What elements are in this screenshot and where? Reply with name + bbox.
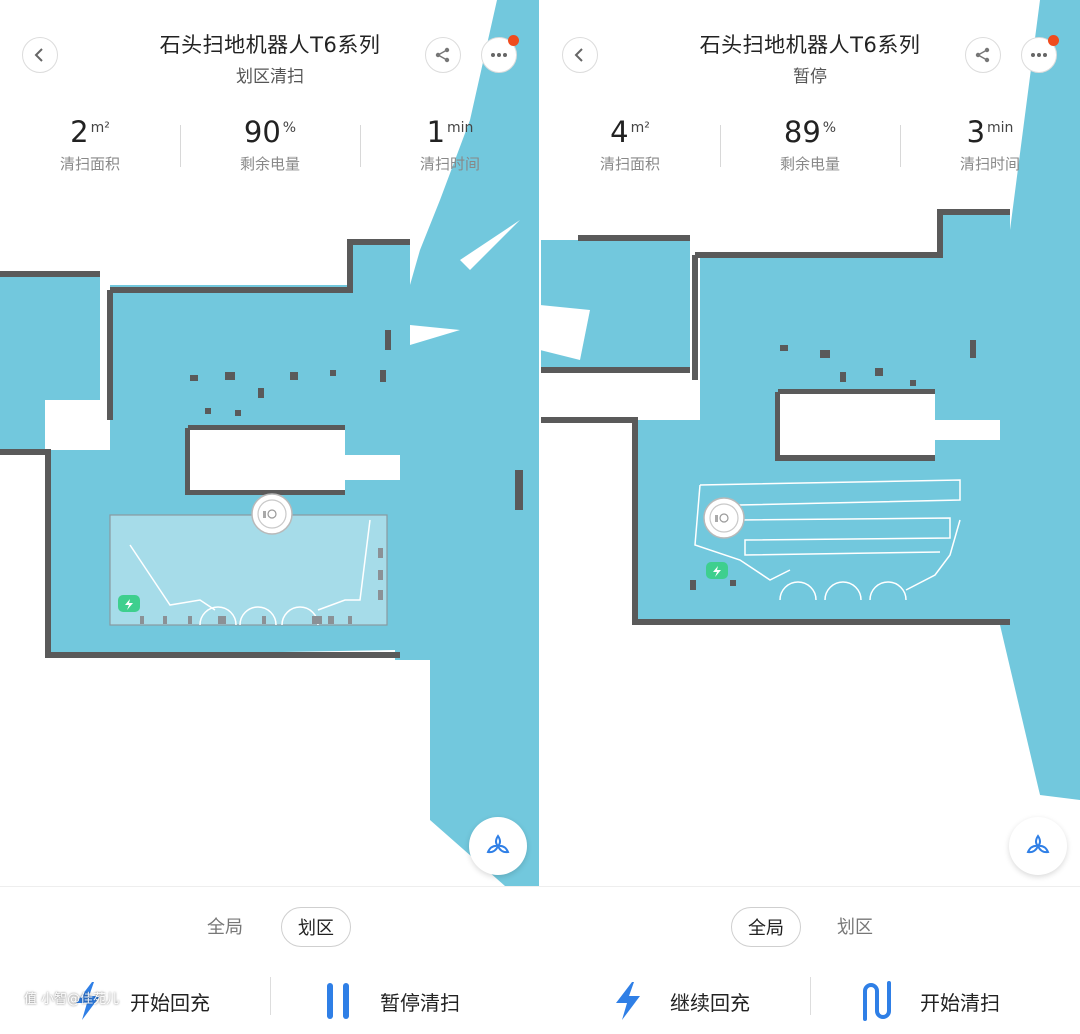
resume-recharge-button[interactable]: 继续回充 — [608, 971, 750, 1031]
resume-recharge-label: 继续回充 — [670, 990, 750, 1015]
stat-area-label: 清扫面积 — [599, 155, 660, 173]
robot-position-icon — [703, 497, 745, 539]
stat-battery-label: 剩余电量 — [779, 155, 840, 173]
stat-battery-label: 剩余电量 — [239, 155, 300, 173]
more-dots-icon — [1031, 53, 1047, 57]
stat-area-unit: m² — [90, 120, 110, 136]
header: 石头扫地机器人T6系列 划区清扫 — [0, 0, 540, 110]
start-cleaning-button[interactable]: 开始清扫 — [858, 971, 1000, 1031]
stat-battery: 90% 剩余电量 — [195, 112, 345, 174]
mode-tab-full[interactable]: 全局 — [207, 917, 243, 938]
cleaning-status: 暂停 — [793, 67, 827, 87]
share-button[interactable] — [425, 37, 461, 73]
recharge-label: 开始回充 — [130, 990, 210, 1015]
lightning-icon — [68, 979, 108, 1023]
stat-time-value: 1 — [426, 115, 446, 149]
fan-icon — [486, 834, 510, 854]
mode-tab-zone[interactable]: 划区 — [837, 917, 873, 938]
device-title: 石头扫地机器人T6系列 — [159, 33, 381, 57]
panel-divider — [539, 0, 541, 886]
lightning-icon — [608, 979, 648, 1023]
stat-time-unit: min — [447, 120, 474, 136]
share-icon — [435, 47, 450, 63]
stat-battery: 89% 剩余电量 — [735, 112, 885, 174]
notification-dot — [1048, 35, 1059, 46]
back-button[interactable] — [562, 37, 598, 73]
robot-position-icon — [251, 493, 293, 535]
pause-icon — [318, 979, 358, 1023]
suction-power-button[interactable] — [469, 817, 527, 875]
header: 石头扫地机器人T6系列 暂停 — [540, 0, 1080, 110]
stat-area-unit: m² — [630, 120, 650, 136]
charging-dock-icon — [706, 562, 728, 579]
stat-area-value: 4 — [610, 115, 629, 149]
start-cleaning-label: 开始清扫 — [920, 990, 1000, 1015]
watermark: 值 小智@佳苑儿 — [24, 992, 120, 1007]
stat-battery-unit: % — [822, 120, 837, 136]
cleaning-map — [540, 0, 1080, 886]
cleaning-map — [0, 0, 540, 886]
stat-divider — [900, 125, 901, 167]
suction-power-button[interactable] — [1009, 817, 1067, 875]
control-panel: 全局 划区 继续回充 开始清扫 — [540, 886, 1080, 1034]
mode-tab-full[interactable]: 全局 — [731, 907, 801, 947]
more-button[interactable] — [1021, 35, 1059, 73]
more-button[interactable] — [481, 35, 519, 73]
stat-area-label: 清扫面积 — [59, 155, 120, 173]
stat-battery-value: 90 — [243, 115, 281, 149]
chevron-left-icon — [574, 48, 583, 62]
stat-area-value: 2 — [70, 115, 89, 149]
stat-battery-value: 89 — [783, 115, 821, 149]
stat-divider — [180, 125, 181, 167]
stat-time-label: 清扫时间 — [419, 155, 480, 173]
device-title: 石头扫地机器人T6系列 — [699, 33, 921, 57]
mode-tab-zone[interactable]: 划区 — [281, 907, 351, 947]
pause-cleaning-label: 暂停清扫 — [380, 990, 460, 1015]
stat-divider — [720, 125, 721, 167]
recharge-button[interactable]: 开始回充 — [68, 971, 210, 1031]
action-divider — [270, 977, 271, 1015]
notification-dot — [508, 35, 519, 46]
back-button[interactable] — [22, 37, 58, 73]
stat-time-unit: min — [987, 120, 1014, 136]
action-divider — [810, 977, 811, 1015]
share-button[interactable] — [965, 37, 1001, 73]
stat-time-value: 3 — [966, 115, 986, 149]
stat-time-label: 清扫时间 — [959, 155, 1020, 173]
chevron-left-icon — [34, 48, 43, 62]
share-icon — [975, 47, 990, 63]
stat-divider — [360, 125, 361, 167]
sweep-path-icon — [858, 979, 898, 1023]
more-dots-icon — [491, 53, 507, 57]
stat-battery-unit: % — [282, 120, 297, 136]
control-panel: 全局 划区 开始回充 暂停清扫 — [0, 886, 540, 1034]
cleaning-status: 划区清扫 — [236, 67, 304, 87]
fan-icon — [1026, 834, 1050, 854]
charging-dock-icon — [118, 595, 140, 612]
pause-cleaning-button[interactable]: 暂停清扫 — [318, 971, 460, 1031]
